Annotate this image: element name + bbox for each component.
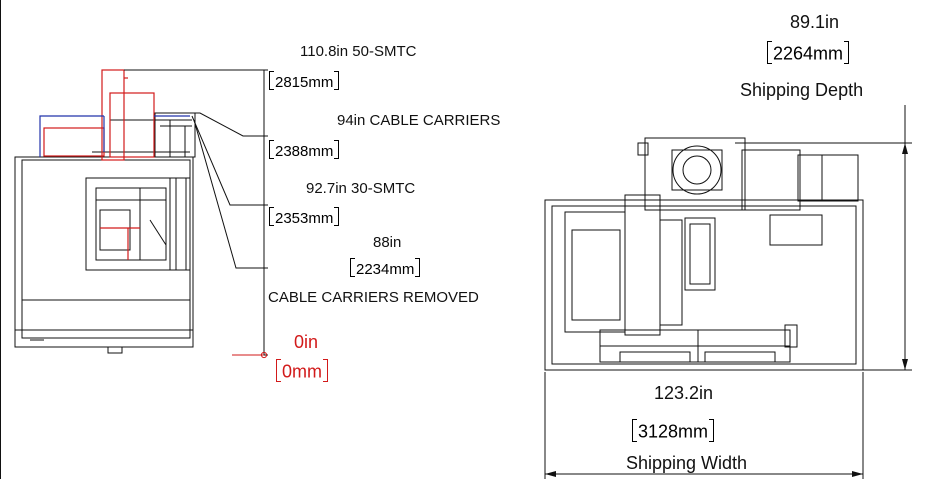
shipping-depth-inch: 89.1in xyxy=(790,12,840,32)
shipping-depth-mm: 2264mm xyxy=(767,41,850,64)
height-removed-inch: 88in xyxy=(373,234,402,251)
shipping-depth-mm-text: 2264mm xyxy=(773,43,844,64)
front-view-dimension-lines xyxy=(544,105,912,479)
front-view-machine xyxy=(544,137,864,371)
height-removed-mm: 2234mm xyxy=(350,258,421,278)
origin-inch: 0in xyxy=(294,332,319,352)
height-50smtc-mm-text: 2815mm xyxy=(275,73,334,91)
height-cable-carriers-mm: 2388mm xyxy=(269,140,340,160)
side-view-dimension-lines xyxy=(124,69,268,356)
origin-mm-text: 0mm xyxy=(282,361,322,382)
height-30smtc-inch: 92.7in 30-SMTC xyxy=(306,180,416,197)
height-50smtc-mm: 2815mm xyxy=(269,71,340,91)
origin-mm: 0mm xyxy=(276,359,328,382)
side-view-machine xyxy=(0,0,196,479)
dimension-arrowheads xyxy=(545,143,908,477)
side-view-blue-carrier xyxy=(39,115,190,157)
height-30smtc-mm: 2353mm xyxy=(269,207,340,227)
shipping-depth-label: Shipping Depth xyxy=(740,80,864,100)
height-cable-carriers-inch: 94in CABLE CARRIERS xyxy=(337,112,501,129)
cable-carriers-removed-note: CABLE CARRIERS REMOVED xyxy=(268,289,479,306)
height-50smtc-inch: 110.8in 50-SMTC xyxy=(300,43,417,60)
origin-marker xyxy=(232,351,268,359)
side-view-red-toolchanger xyxy=(43,69,155,260)
shipping-width-label: Shipping Width xyxy=(626,453,748,473)
height-cable-carriers-mm-text: 2388mm xyxy=(275,142,334,160)
shipping-width-inch: 123.2in xyxy=(654,383,714,403)
height-removed-mm-text: 2234mm xyxy=(356,260,415,278)
shipping-width-mm-text: 3128mm xyxy=(638,421,709,442)
height-30smtc-mm-text: 2353mm xyxy=(275,209,334,227)
shipping-width-mm: 3128mm xyxy=(632,419,715,442)
